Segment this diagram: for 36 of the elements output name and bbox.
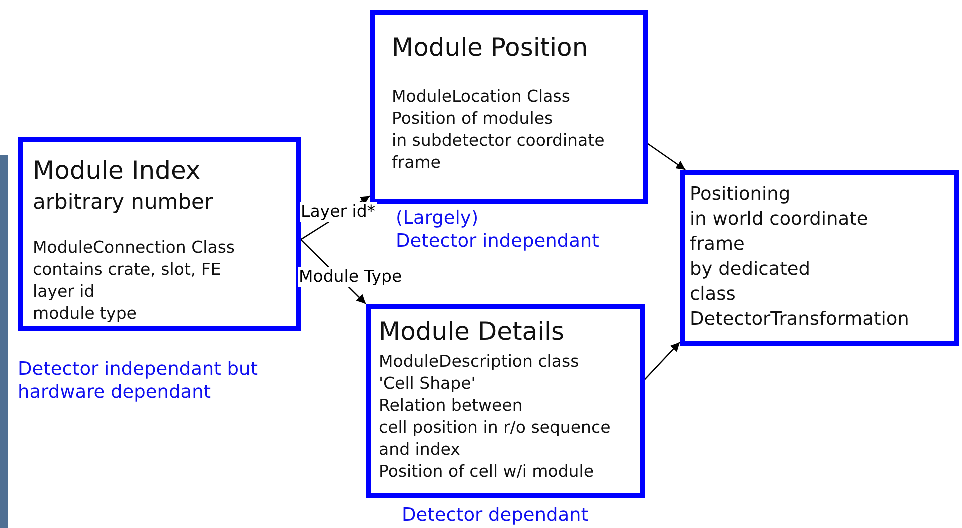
box-text: by dedicated <box>690 259 810 280</box>
box-text: frame <box>392 153 441 172</box>
arrow <box>644 342 680 380</box>
box-text: contains crate, slot, FE <box>33 260 222 279</box>
module-box <box>680 170 959 346</box>
module-box <box>370 10 648 204</box>
box-text: Position of cell w/i module <box>379 462 594 481</box>
arrow <box>648 143 686 171</box>
box-text: layer id <box>33 282 95 301</box>
edge-label: Layer id* <box>300 202 377 222</box>
box-text: cell position in r/o sequence <box>379 418 611 437</box>
box-heading: Module Details <box>379 317 565 346</box>
box-text: Relation between <box>379 396 523 415</box>
edge-label: Module Type <box>298 267 404 287</box>
module-box <box>366 304 645 498</box>
box-text: DetectorTransformation <box>690 309 910 330</box>
box-text: Positioning <box>690 184 791 205</box>
box-text: and index <box>379 440 460 459</box>
box-text: Position of modules <box>392 109 554 128</box>
box-text: in world coordinate <box>690 209 868 230</box>
note-text: (Largely) <box>396 207 480 230</box>
box-text: 'Cell Shape' <box>379 374 476 393</box>
note-text: Detector independant <box>396 230 600 253</box>
box-text: ModuleDescription class <box>379 352 580 371</box>
box-heading: Module Index <box>33 156 201 185</box>
box-text: ModuleConnection Class <box>33 238 236 257</box>
box-text: in subdetector coordinate <box>392 131 605 150</box>
module-box <box>18 137 301 331</box>
note-text: Detector independant but hardware dependant <box>18 358 258 404</box>
box-heading: Module Position <box>392 33 588 62</box>
note-text: Detector dependant <box>402 504 590 527</box>
box-text: ModuleLocation Class <box>392 87 570 106</box>
box-text: frame <box>690 234 745 255</box>
box-text: class <box>690 284 736 305</box>
box-text: module type <box>33 304 137 323</box>
box-text: arbitrary number <box>33 190 214 214</box>
